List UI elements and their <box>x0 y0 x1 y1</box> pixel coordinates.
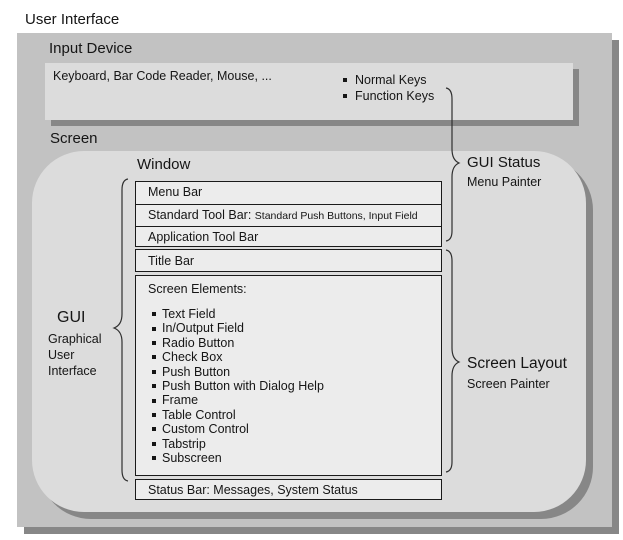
screen-elements-heading: Screen Elements: <box>148 282 247 296</box>
bullet-square-icon <box>152 413 156 418</box>
input-devices-text: Keyboard, Bar Code Reader, Mouse, ... <box>53 69 272 83</box>
status-bar-row: Status Bar: Messages, System Status <box>148 483 358 497</box>
key-item-label: Normal Keys <box>355 73 427 87</box>
standard-toolbar-label: Standard Tool Bar: <box>148 208 252 222</box>
screen-element-label: Frame <box>162 393 199 408</box>
list-item: Radio Button <box>152 336 324 350</box>
list-item: Tabstrip <box>152 437 324 451</box>
key-type-list: Normal Keys Function Keys <box>343 72 434 104</box>
window-heading: Window <box>137 156 191 173</box>
screen-heading: Screen <box>50 130 98 147</box>
application-toolbar-row: Application Tool Bar <box>136 226 441 248</box>
screen-element-label: Text Field <box>162 307 216 321</box>
list-item: Table Control <box>152 408 324 422</box>
screen-element-label: Check Box <box>162 350 223 365</box>
bullet-square-icon <box>152 341 156 346</box>
screen-painter-label: Screen Painter <box>467 377 550 391</box>
bullet-square-icon <box>152 326 156 331</box>
screen-element-label: Radio Button <box>162 335 235 350</box>
bullet-square-icon <box>152 441 156 446</box>
window-toolbars-box: Menu Bar Standard Tool Bar: Standard Pus… <box>135 181 442 247</box>
page-title: User Interface <box>25 11 120 28</box>
screen-element-label: Push Button with Dialog Help <box>162 379 324 394</box>
screen-layout-label: Screen Layout <box>467 355 567 372</box>
gui-expansion-line: Interface <box>48 364 97 378</box>
list-item: Subscreen <box>152 451 324 465</box>
list-item: Text Field <box>152 307 324 321</box>
gui-status-label: GUI Status <box>467 154 541 171</box>
gui-label: GUI <box>57 309 86 326</box>
bullet-square-icon <box>152 355 156 360</box>
list-item: In/Output Field <box>152 321 324 335</box>
input-device-heading: Input Device <box>49 40 133 57</box>
screen-element-label: In/Output Field <box>162 321 244 336</box>
screen-element-label: Custom Control <box>162 422 249 437</box>
list-item: Push Button with Dialog Help <box>152 379 324 393</box>
bullet-square-icon <box>343 94 347 98</box>
key-item-label: Function Keys <box>355 89 435 103</box>
list-item: Frame <box>152 393 324 407</box>
title-bar-box: Title Bar <box>135 249 442 272</box>
bullet-square-icon <box>343 78 347 82</box>
gui-expansion-line: Graphical <box>48 332 102 346</box>
bullet-square-icon <box>152 384 156 389</box>
list-item: Normal Keys <box>343 72 434 88</box>
status-bar-box: Status Bar: Messages, System Status <box>135 479 442 500</box>
bullet-square-icon <box>152 456 156 461</box>
standard-toolbar-detail: Standard Push Buttons, Input Field <box>254 210 418 222</box>
screen-element-label: Push Button <box>162 364 231 379</box>
list-item: Custom Control <box>152 422 324 436</box>
list-item: Push Button <box>152 365 324 379</box>
title-bar-row: Title Bar <box>148 254 195 268</box>
bullet-square-icon <box>152 398 156 403</box>
bullet-square-icon <box>152 312 156 317</box>
input-device-panel: Keyboard, Bar Code Reader, Mouse, ... No… <box>45 63 573 120</box>
standard-toolbar-row: Standard Tool Bar: Standard Push Buttons… <box>136 204 441 226</box>
menu-bar-row: Menu Bar <box>148 185 203 199</box>
menu-painter-label: Menu Painter <box>467 175 542 189</box>
screen-elements-box: Screen Elements: Text Field In/Output Fi… <box>135 275 442 476</box>
list-item: Check Box <box>152 350 324 364</box>
screen-element-label: Subscreen <box>162 451 222 466</box>
gui-expansion: Graphical User Interface <box>48 331 102 379</box>
list-item: Function Keys <box>343 88 434 104</box>
screen-elements-list: Text Field In/Output Field Radio Button … <box>152 307 324 465</box>
screen-element-label: Table Control <box>162 407 236 422</box>
bullet-square-icon <box>152 427 156 432</box>
gui-expansion-line: User <box>48 348 75 362</box>
screen-element-label: Tabstrip <box>162 436 206 451</box>
bullet-square-icon <box>152 369 156 374</box>
